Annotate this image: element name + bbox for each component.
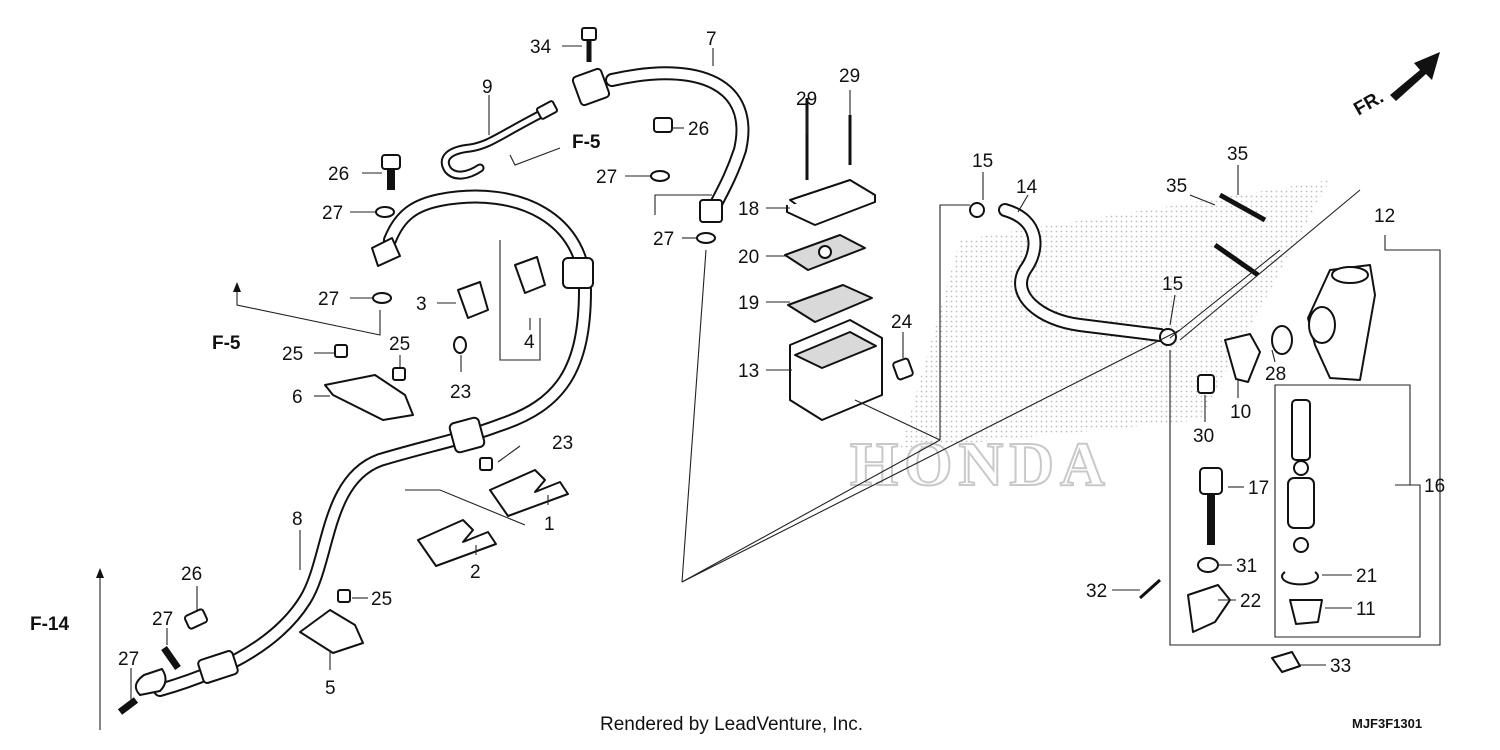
reservoir-hose-14 <box>998 203 1167 342</box>
piston-kit-16 <box>1281 399 1323 625</box>
callout-27-top-a: 27 <box>596 167 617 188</box>
reference-f5-top: F-5 <box>572 132 601 153</box>
callout-29-b: 29 <box>839 66 860 87</box>
callout-26-left: 26 <box>328 164 349 185</box>
callout-19: 19 <box>738 293 759 314</box>
callout-12: 12 <box>1374 206 1395 227</box>
callout-2: 2 <box>470 562 481 583</box>
brake-pipe-9 <box>440 100 559 180</box>
callout-27-bottom-a: 27 <box>152 609 173 630</box>
callout-26-top: 26 <box>688 119 709 140</box>
fasteners <box>117 27 1177 715</box>
callout-8: 8 <box>292 509 303 530</box>
hose-clamps <box>299 374 569 654</box>
callout-32: 32 <box>1086 581 1107 602</box>
callout-labels: 34 7 9 26 26 27 27 27 27 27 27 29 29 18 … <box>118 29 1445 699</box>
callout-13: 13 <box>738 361 759 382</box>
brake-hose-7 <box>571 66 750 223</box>
front-direction-label: FR. <box>1350 87 1387 120</box>
callout-25-c: 25 <box>371 589 392 610</box>
callout-5: 5 <box>325 678 336 699</box>
callout-27-left-a: 27 <box>322 203 343 224</box>
diagram-code: MJF3F1301 <box>1352 716 1422 731</box>
callout-15-a: 15 <box>972 151 993 172</box>
callout-33: 33 <box>1330 656 1351 677</box>
callout-18: 18 <box>738 199 759 220</box>
callout-21: 21 <box>1356 566 1377 587</box>
callout-10: 10 <box>1230 402 1251 423</box>
callout-4: 4 <box>524 332 535 353</box>
callout-9: 9 <box>482 77 493 98</box>
callout-1: 1 <box>544 514 555 535</box>
front-direction-arrow: FR. <box>1350 52 1440 120</box>
reference-f14: F-14 <box>30 614 70 635</box>
master-cylinder-12 <box>1213 192 1376 383</box>
callout-31: 31 <box>1236 556 1257 577</box>
callout-15-b: 15 <box>1162 274 1183 295</box>
footer-credit: Rendered by LeadVenture, Inc. <box>600 714 863 735</box>
callout-23-a: 23 <box>450 382 471 403</box>
reference-labels: F-5 F-5 F-14 <box>30 132 601 635</box>
callout-25-a: 25 <box>282 344 303 365</box>
callout-25-b: 25 <box>389 334 410 355</box>
callout-16: 16 <box>1424 476 1445 497</box>
callout-20: 20 <box>738 247 759 268</box>
callout-35-a: 35 <box>1227 144 1248 165</box>
callout-34: 34 <box>530 37 552 58</box>
callout-28: 28 <box>1265 364 1286 385</box>
brackets-3-4 <box>453 256 546 354</box>
callout-26-bottom: 26 <box>181 564 202 585</box>
callout-35-b: 35 <box>1166 176 1187 197</box>
callout-17: 17 <box>1248 478 1269 499</box>
callout-27-top-b: 27 <box>653 229 674 250</box>
callout-29-a: 29 <box>796 89 817 110</box>
callout-6: 6 <box>292 387 303 408</box>
callout-3: 3 <box>416 294 427 315</box>
watermark-brand-text: HONDA <box>850 431 1111 499</box>
callout-27-bottom-b: 27 <box>118 649 139 670</box>
callout-30: 30 <box>1193 426 1214 447</box>
callout-24: 24 <box>891 312 913 333</box>
callout-27-left-b: 27 <box>318 289 339 310</box>
callout-7: 7 <box>706 29 717 50</box>
callout-23-b: 23 <box>552 433 573 454</box>
reservoir-assembly <box>784 98 914 421</box>
honda-watermark: HONDA <box>849 180 1330 500</box>
callout-11: 11 <box>1356 599 1376 620</box>
callout-22: 22 <box>1240 591 1261 612</box>
brake-hose-8 <box>134 189 594 697</box>
callout-14: 14 <box>1016 177 1038 198</box>
reference-f5-left: F-5 <box>212 333 241 354</box>
leader-lines <box>99 45 1441 730</box>
